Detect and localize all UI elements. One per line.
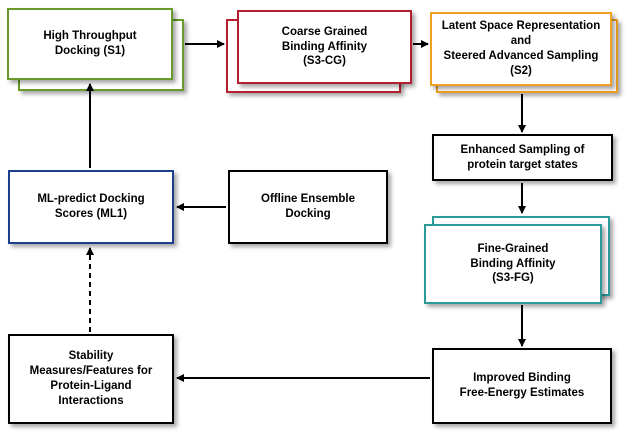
s3cg-box: Coarse Grained Binding Affinity (S3-CG) xyxy=(237,10,412,84)
stability-box: Stability Measures/Features for Protein-… xyxy=(8,334,174,424)
stability-label: Stability Measures/Features for Protein-… xyxy=(29,350,153,407)
improved-binding-label: Improved Binding Free-Energy Estimates xyxy=(459,372,585,399)
s1-box: High Throughput Docking (S1) xyxy=(7,8,173,80)
s2-box: Latent Space Representation and Steered … xyxy=(430,12,612,86)
ml1-box: ML-predict Docking Scores (ML1) xyxy=(8,170,174,244)
s3fg-label: Fine-Grained Binding Affinity (S3-FG) xyxy=(470,242,556,285)
ml1-label: ML-predict Docking Scores (ML1) xyxy=(37,193,145,220)
s3cg-label: Coarse Grained Binding Affinity (S3-CG) xyxy=(281,25,368,68)
offline-docking-label: Offline Ensemble Docking xyxy=(261,193,355,220)
s2-label: Latent Space Representation and Steered … xyxy=(441,20,601,77)
enhanced-sampling-box: Enhanced Sampling of protein target stat… xyxy=(432,134,613,181)
s1-label: High Throughput Docking (S1) xyxy=(43,30,137,57)
improved-binding-box: Improved Binding Free-Energy Estimates xyxy=(432,348,612,424)
s3fg-box: Fine-Grained Binding Affinity (S3-FG) xyxy=(424,224,602,304)
offline-docking-box: Offline Ensemble Docking xyxy=(228,170,388,244)
enhanced-sampling-label: Enhanced Sampling of protein target stat… xyxy=(460,143,585,171)
